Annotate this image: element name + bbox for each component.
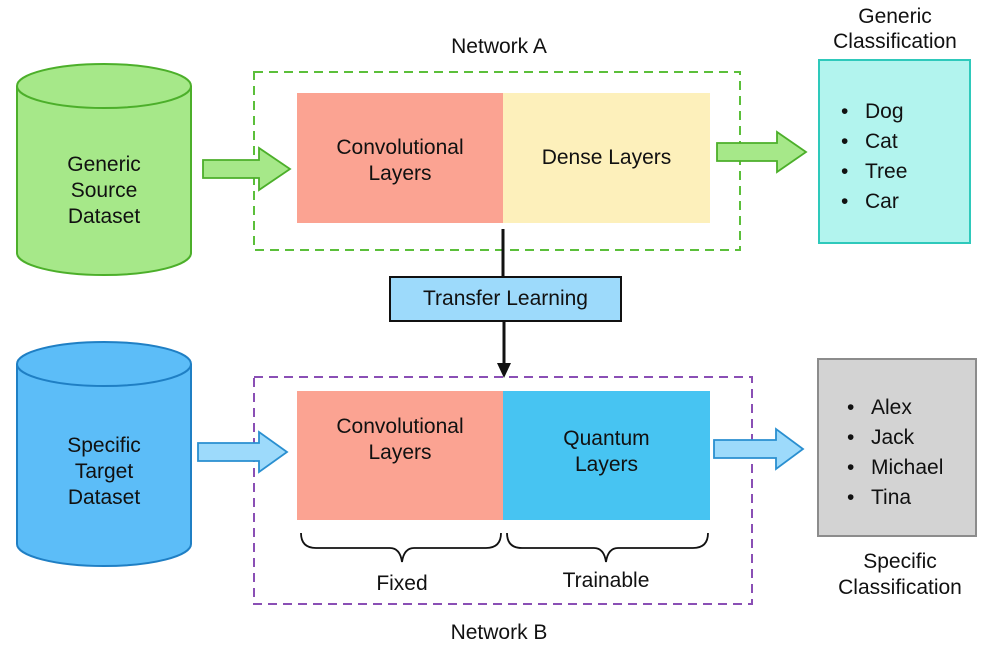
- source-dataset-cylinder: [16, 63, 192, 276]
- generic-class-item: Tree: [839, 157, 907, 187]
- source-to-network-a-arrow: [202, 146, 292, 192]
- target-dataset-cylinder: [16, 341, 192, 567]
- fixed-brace: [300, 532, 502, 563]
- network-b-title: Network B: [450, 621, 548, 644]
- specific-class-item: Alex: [845, 393, 943, 423]
- network-b-to-specific-arrow: [713, 427, 805, 471]
- specific-class-item: Michael: [845, 453, 943, 483]
- transfer-learning-box: Transfer Learning: [389, 276, 622, 322]
- network-a-title: Network A: [451, 35, 547, 58]
- network-a-to-generic-arrow: [716, 130, 808, 174]
- network-b-conv-block: [297, 391, 503, 520]
- generic-class-list: Dog Cat Tree Car: [839, 97, 907, 217]
- transfer-learning-label: Transfer Learning: [423, 287, 588, 310]
- network-b-conv-label: Convolutional Layers: [336, 415, 464, 464]
- target-to-network-b-arrow: [197, 430, 289, 474]
- network-a-dense-label: Dense Layers: [541, 146, 672, 169]
- fixed-label: Fixed: [376, 572, 428, 595]
- network-a-conv-block: [297, 93, 503, 223]
- network-b-quantum-block: [503, 391, 710, 520]
- generic-classification-title: Generic Classification: [833, 5, 957, 53]
- generic-class-item: Car: [839, 187, 907, 217]
- specific-classification-title: Specific Classification: [838, 550, 962, 599]
- network-a-dense-block: [503, 93, 710, 223]
- trainable-brace: [506, 532, 709, 563]
- network-b-container: [253, 376, 753, 605]
- generic-class-item: Cat: [839, 127, 907, 157]
- specific-class-list: Alex Jack Michael Tina: [845, 393, 943, 513]
- network-b-quantum-label: Quantum Layers: [563, 427, 650, 476]
- transfer-to-network-b-arrowhead: [497, 363, 511, 378]
- target-dataset-label: Specific Target Dataset: [67, 434, 141, 509]
- generic-class-item: Dog: [839, 97, 907, 127]
- source-dataset-label: Generic Source Dataset: [67, 153, 141, 228]
- network-a-conv-label: Convolutional Layers: [336, 136, 464, 185]
- specific-class-item: Tina: [845, 483, 943, 513]
- trainable-label: Trainable: [562, 569, 650, 592]
- specific-class-item: Jack: [845, 423, 943, 453]
